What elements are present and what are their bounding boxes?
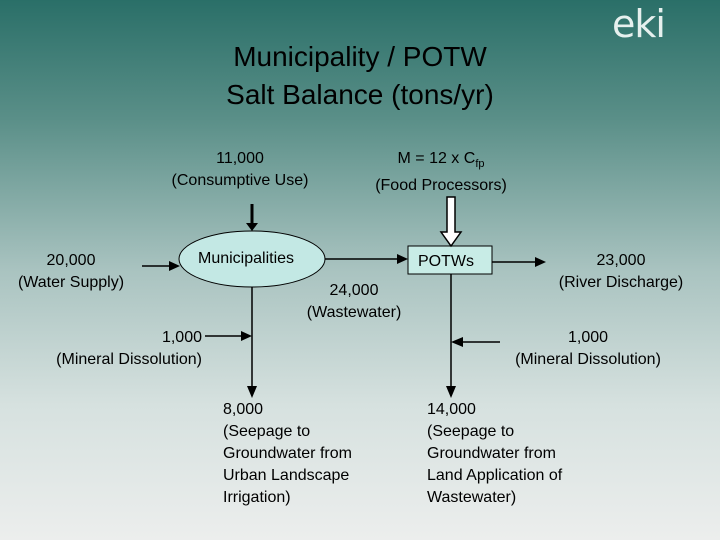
food-processors-caption: (Food Processors) [375, 177, 507, 195]
potws-node [407, 245, 493, 275]
water-supply-label: 20,000 (Water Supply) [4, 250, 138, 294]
seepage-land-value: 14,000 [427, 401, 476, 418]
title-line-1: Municipality / POTW [233, 41, 487, 72]
seepage-urban-value: 8,000 [223, 401, 264, 418]
arrow-mineral-left-head [241, 331, 252, 341]
arrow-consumptive-use-head [246, 223, 258, 231]
arrow-land-seepage-head [446, 386, 456, 398]
seepage-land-line-1: (Seepage to [427, 423, 515, 440]
river-discharge-label: 23,000 (River Discharge) [546, 250, 696, 294]
arrow-water-supply-head [169, 261, 180, 271]
title-line-2: Salt Balance (tons/yr) [226, 79, 494, 110]
potws-label: POTWs [418, 253, 474, 270]
water-supply-caption: (Water Supply) [17, 274, 125, 291]
municipalities-label: Municipalities [198, 250, 295, 267]
river-discharge-caption: (River Discharge) [558, 274, 684, 291]
mineral-dissolution-left-value: 1,000 [161, 329, 202, 346]
arrow-mineral-right-head [451, 337, 463, 347]
page-title: Municipality / POTW Salt Balance (tons/y… [0, 38, 720, 114]
mineral-dissolution-right-caption: (Mineral Dissolution) [515, 351, 661, 368]
river-discharge-value: 23,000 [596, 252, 646, 269]
arrow-river-discharge-head [535, 257, 546, 267]
seepage-land-line-4: Wastewater) [427, 489, 517, 506]
seepage-urban-line-4: Irrigation) [223, 489, 291, 506]
wastewater-value: 24,000 [329, 282, 379, 299]
seepage-urban-line-1: (Seepage to [223, 423, 311, 440]
consumptive-use-label: 11,000 (Consumptive Use) [150, 148, 330, 192]
seepage-urban-line-3: Urban Landscape [223, 467, 350, 484]
seepage-land-line-3: Land Application of [427, 467, 563, 484]
wastewater-caption: (Wastewater) [306, 304, 402, 321]
water-supply-value: 20,000 [46, 252, 96, 269]
food-processors-label: M = 12 x Cfp (Food Processors) [356, 148, 526, 197]
mineral-dissolution-right-value: 1,000 [567, 329, 609, 346]
seepage-land-line-2: Groundwater from [427, 445, 556, 462]
seepage-urban-label: 8,000 (Seepage to Groundwater from Urban… [223, 399, 352, 509]
mineral-dissolution-left-label: 1,000 (Mineral Dissolution) [32, 327, 202, 371]
arrow-wastewater-head [397, 254, 408, 264]
wastewater-label: 24,000 (Wastewater) [294, 280, 414, 324]
mineral-dissolution-left-caption: (Mineral Dissolution) [56, 351, 202, 368]
arrow-food-processors [439, 196, 463, 248]
arrow-urban-seepage-head [247, 386, 257, 398]
consumptive-use-value: 11,000 [216, 150, 264, 167]
seepage-urban-line-2: Groundwater from [223, 445, 352, 462]
consumptive-use-caption: (Consumptive Use) [171, 172, 309, 189]
mineral-dissolution-right-label: 1,000 (Mineral Dissolution) [500, 327, 676, 371]
food-processors-formula: M = 12 x Cfp [397, 150, 485, 171]
seepage-land-label: 14,000 (Seepage to Groundwater from Land… [427, 399, 562, 509]
eki-logo: eki [612, 2, 666, 46]
